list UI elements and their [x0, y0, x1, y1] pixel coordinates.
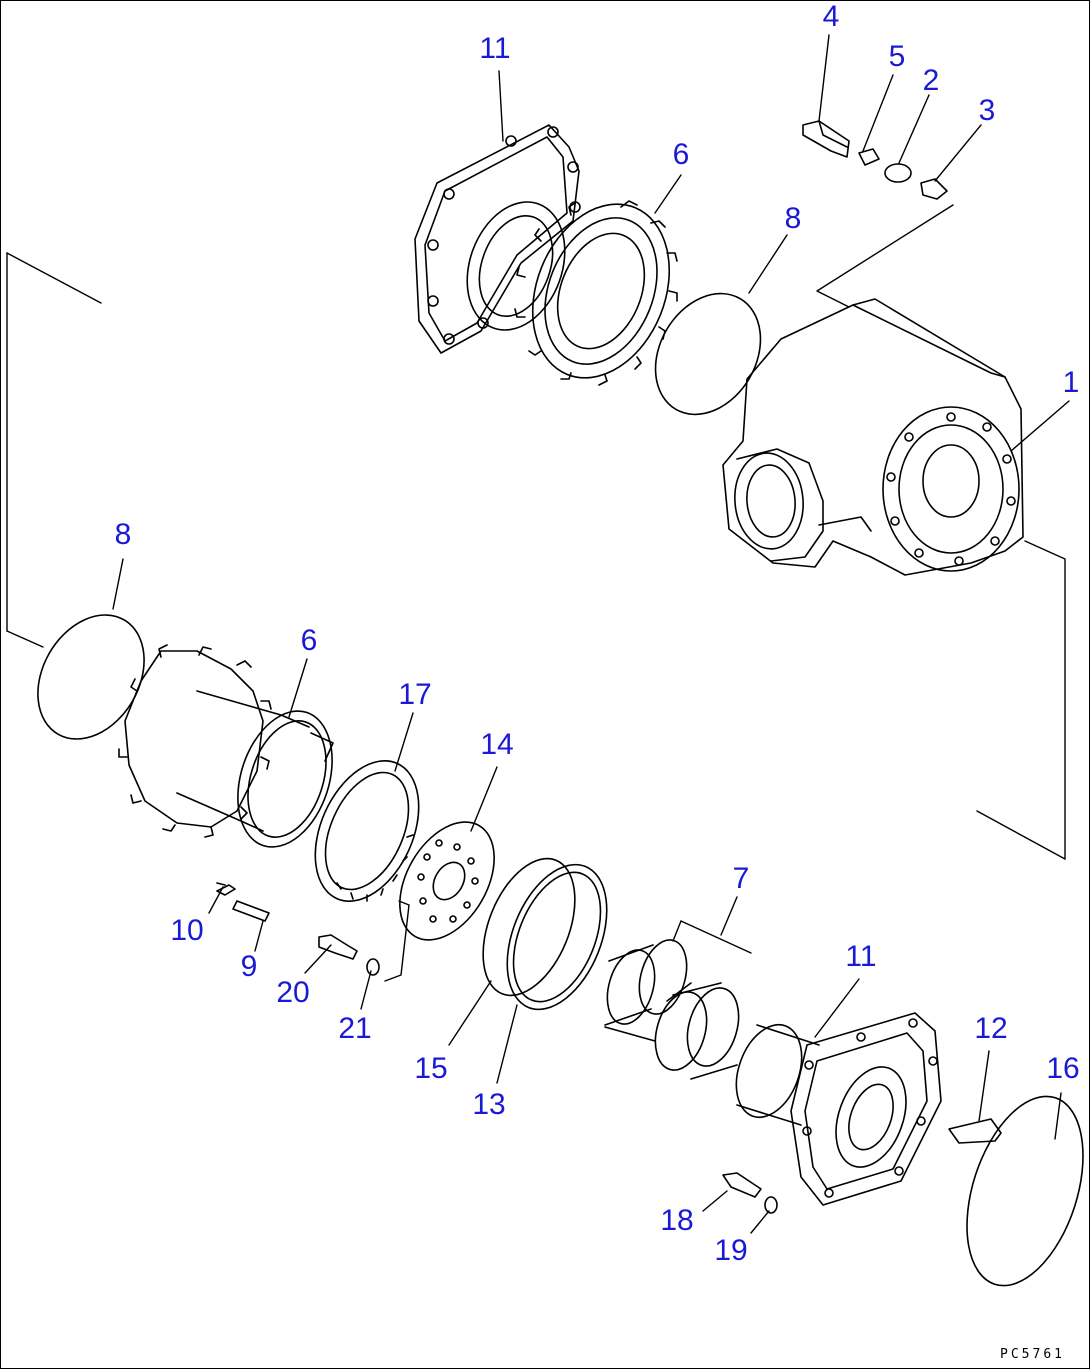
callout-18: 18 [660, 1204, 694, 1237]
callout-4: 4 [822, 0, 840, 33]
ring-gear-left [118, 644, 334, 848]
callout-6-left: 6 [300, 624, 318, 657]
callout-16: 16 [1046, 1052, 1080, 1085]
callout-19: 19 [714, 1234, 748, 1267]
fasteners-top [802, 120, 948, 200]
cover-bottom [735, 1012, 942, 1206]
o-ring-top [654, 292, 762, 416]
drawing-code: PC5761 [1000, 1347, 1065, 1362]
callout-9: 9 [240, 950, 258, 983]
callout-20: 20 [276, 976, 310, 1009]
bushings-7 [604, 939, 740, 1080]
callout-3: 3 [978, 94, 996, 127]
callout-12: 12 [974, 1012, 1008, 1045]
callout-8-left: 8 [114, 518, 132, 551]
callout-13: 13 [472, 1088, 506, 1121]
callout-2: 2 [922, 64, 940, 97]
callout-6-top: 6 [672, 138, 690, 171]
callout-17: 17 [398, 678, 432, 711]
callout-10: 10 [170, 914, 204, 947]
rings-15-13 [482, 857, 608, 1011]
callout-5: 5 [888, 40, 906, 73]
axle-housing [722, 298, 1024, 576]
plate-14 [399, 821, 495, 941]
o-ring-16 [966, 1095, 1084, 1287]
connection-lines [6, 204, 1066, 982]
ring-gear-top [514, 200, 678, 386]
leader-lines [112, 34, 1070, 1234]
callout-1: 1 [1062, 366, 1080, 399]
callout-15: 15 [414, 1052, 448, 1085]
rear-cover-top [414, 124, 581, 354]
callout-7: 7 [732, 862, 750, 895]
callout-8-top: 8 [784, 202, 802, 235]
callout-14: 14 [480, 728, 514, 761]
callout-21: 21 [338, 1012, 372, 1045]
callout-11-top: 11 [479, 32, 511, 65]
callout-11-bottom: 11 [845, 940, 877, 973]
seal-17 [314, 760, 420, 902]
small-fasteners [216, 882, 1002, 1214]
